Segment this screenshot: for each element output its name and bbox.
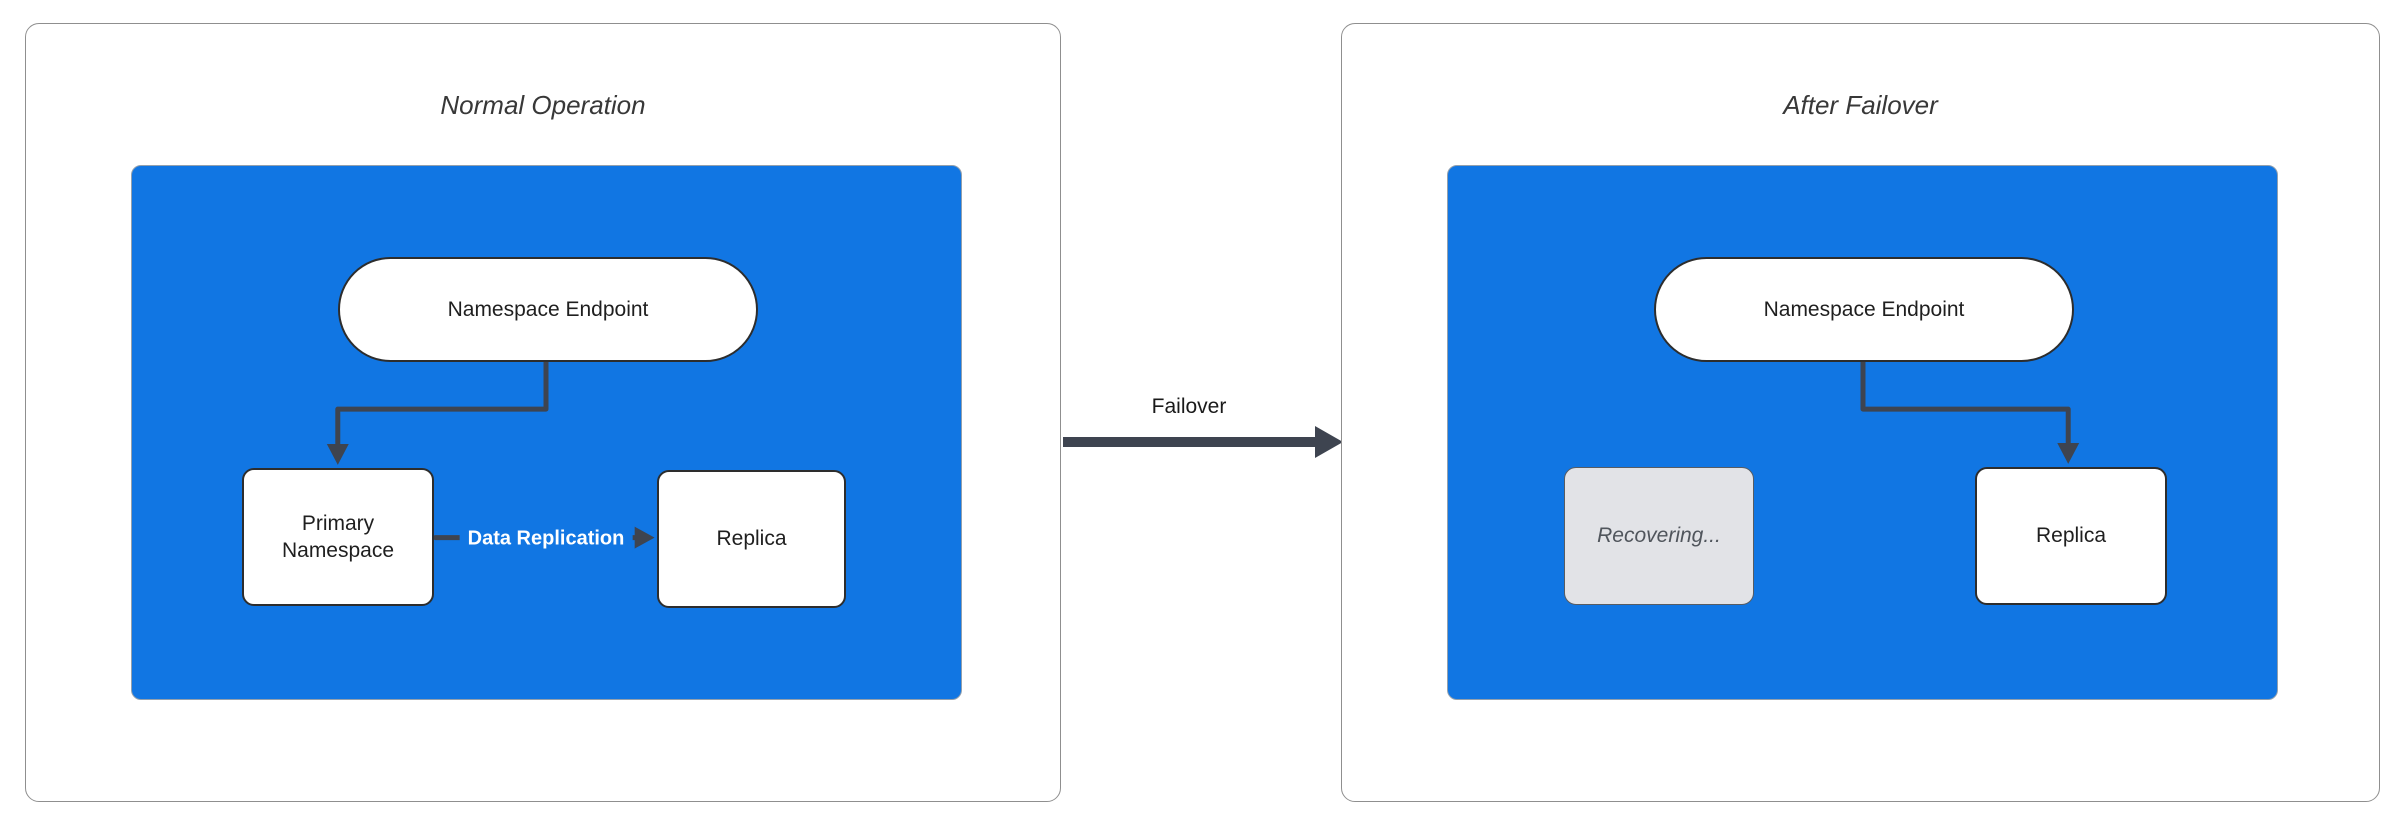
failover-arrowhead-icon	[1315, 426, 1343, 458]
connector-lines-right	[1860, 358, 2080, 464]
node-primary-namespace: Primary Namespace	[242, 468, 434, 606]
edge-endpoint-to-primary	[335, 358, 549, 450]
panel-after-failover: After Failover Namespace Endpoint Recove…	[1341, 23, 2380, 802]
edge-label-data-replication: Data Replication	[459, 524, 633, 554]
node-label: Replica	[716, 527, 787, 551]
node-label: Namespace Endpoint	[447, 297, 649, 321]
node-replica-right: Replica	[1975, 467, 2167, 605]
edge-endpoint-to-replica	[1860, 358, 2071, 449]
cluster-normal-operation: Namespace Endpoint Primary Namespace Rep…	[131, 165, 962, 700]
failover-arrow-shaft	[1063, 437, 1317, 447]
failover-label: Failover	[1151, 395, 1227, 418]
node-label: Primary Namespace	[281, 511, 395, 562]
node-namespace-endpoint-right: Namespace Endpoint	[1654, 257, 2074, 362]
arrowhead-down-icon	[326, 443, 349, 465]
panel-normal-operation: Normal Operation Namespace Endpoint Prim…	[25, 23, 1061, 802]
node-namespace-endpoint-left: Namespace Endpoint	[338, 257, 758, 362]
connector-lines-left	[326, 358, 655, 549]
cluster-after-failover: Namespace Endpoint Recovering... Replica	[1447, 165, 2278, 700]
node-recovering: Recovering...	[1564, 467, 1754, 605]
node-label: Recovering...	[1597, 524, 1721, 548]
panel-title-normal-operation: Normal Operation	[440, 90, 646, 120]
panel-title-after-failover: After Failover	[1783, 90, 1938, 120]
node-label: Replica	[2035, 524, 2107, 548]
node-replica-left: Replica	[657, 470, 846, 608]
failover-connector: Failover	[1061, 395, 1343, 465]
arrowhead-down-icon	[2057, 442, 2080, 464]
node-label: Namespace Endpoint	[1763, 297, 1965, 321]
arrowhead-right-icon	[634, 526, 655, 549]
